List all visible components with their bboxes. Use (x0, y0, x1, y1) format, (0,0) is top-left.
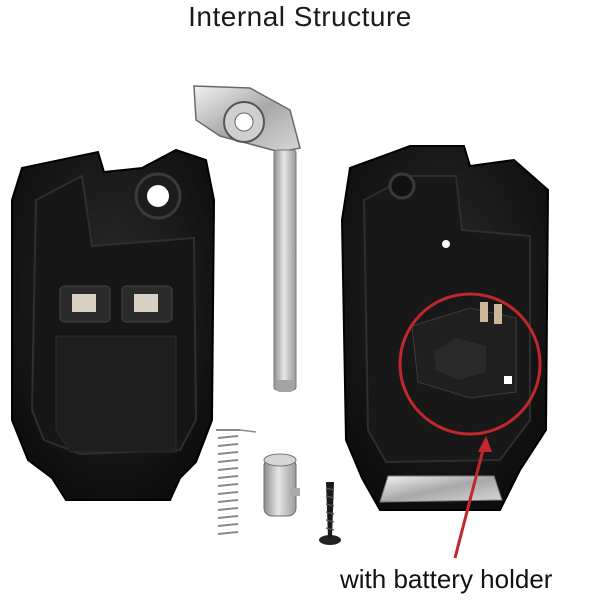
highlight-circle (398, 292, 542, 436)
flip-key-blade (193, 85, 301, 392)
key-shell-battery-side (340, 145, 550, 511)
page-title: Internal Structure (188, 1, 412, 32)
spring (216, 429, 257, 535)
annotation-label: with battery holder (340, 564, 553, 594)
screw (319, 482, 341, 545)
annotation-arrow (453, 436, 492, 559)
pin-sleeve (263, 453, 300, 517)
key-shell-button-side (11, 148, 216, 501)
